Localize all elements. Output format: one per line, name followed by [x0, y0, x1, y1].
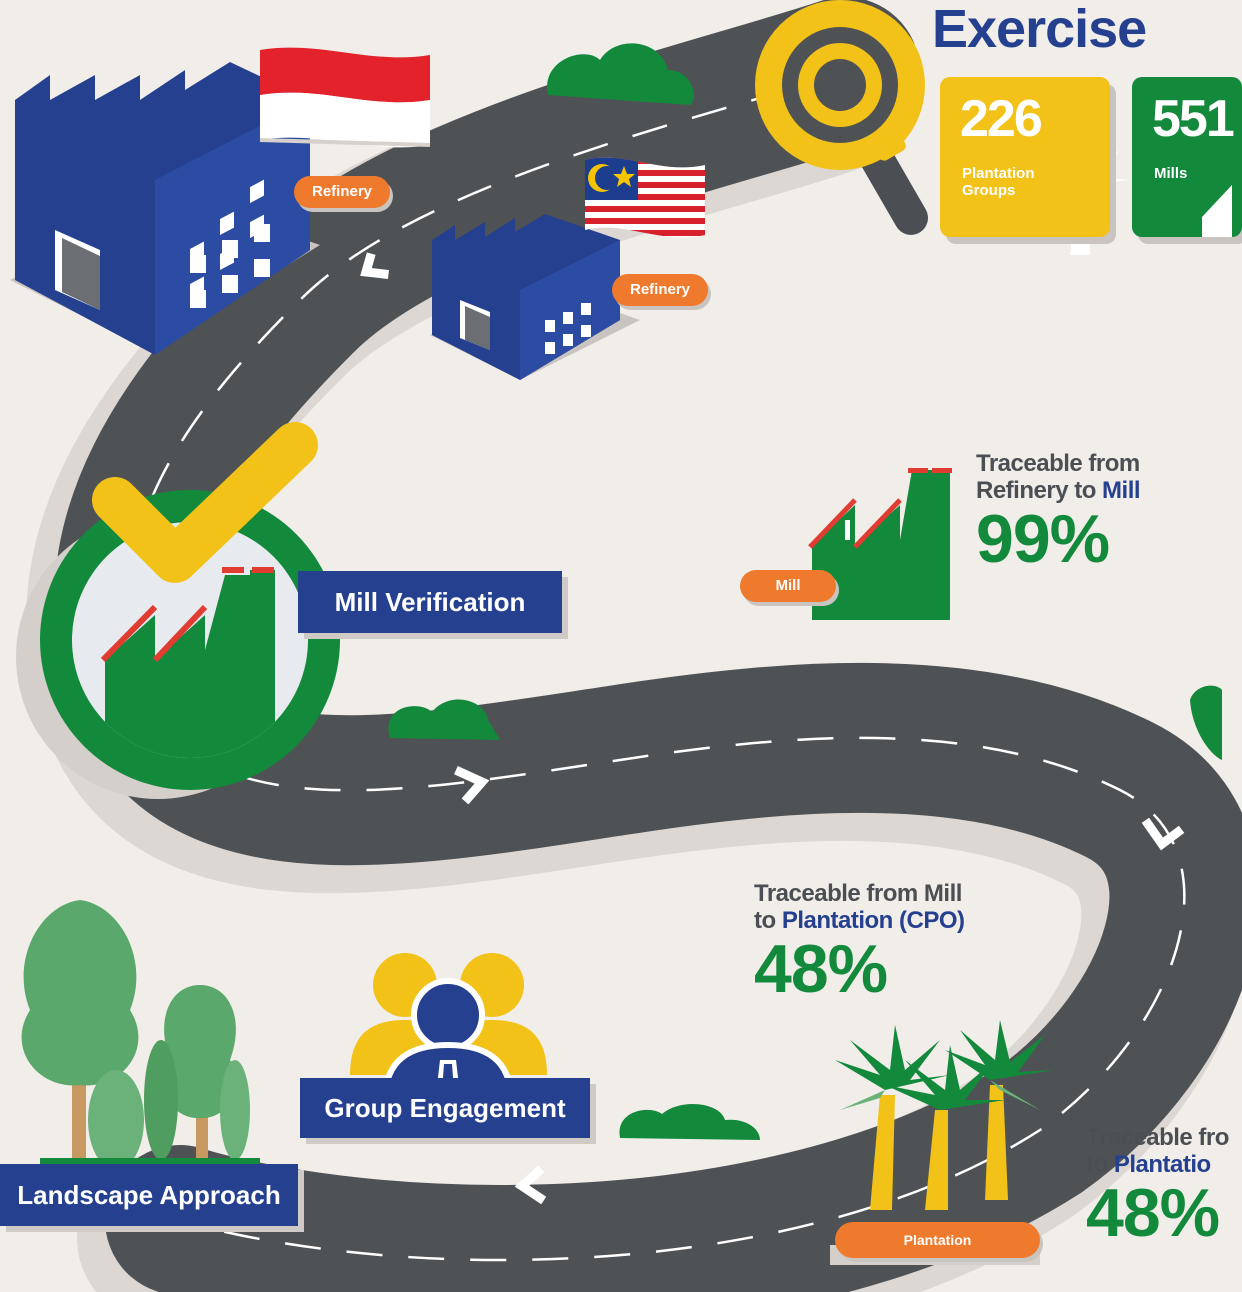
mill-small-icon: [1202, 185, 1232, 237]
refinery-factory-malaysia: [430, 214, 640, 380]
mill-factory-icon: [808, 468, 952, 620]
stat-label: Plantation Groups: [962, 165, 1035, 199]
road-lane-marking: [127, 70, 1186, 1262]
percent-value: 99%: [976, 501, 1110, 577]
magnifier-icon: [755, 0, 928, 235]
mill-label: Mill: [740, 570, 836, 602]
mill-verification-label: Mill Verification: [298, 571, 562, 633]
page-title: Exercise: [932, 0, 1147, 59]
traceability-mill-to-plantation-cut: Traceable fro to Plantatio 48%: [1086, 1124, 1229, 1251]
stat-label: Mills: [1154, 165, 1188, 182]
traceability-mill-to-plantation-cpo: Traceable from Mill to Plantation (CPO) …: [754, 880, 965, 1007]
plantation-label: Plantation: [835, 1222, 1040, 1258]
people-icon: [350, 953, 547, 1103]
mill-verification-icon: [16, 422, 340, 799]
tree-icon: [21, 900, 260, 1170]
direction-arrows: [360, 252, 1185, 1205]
stat-card-mills: 551 Mills: [1132, 77, 1242, 237]
percent-value: 48%: [1086, 1175, 1220, 1251]
group-engagement-label: Group Engagement: [300, 1078, 590, 1138]
checkmark-icon: [92, 422, 318, 583]
refinery-label-malaysia: Refinery: [612, 274, 708, 306]
stat-value: 551: [1152, 90, 1235, 148]
landscape-approach-label: Landscape Approach: [0, 1164, 298, 1226]
percent-value: 48%: [754, 931, 888, 1007]
factory-windows: [190, 224, 591, 354]
stat-value: 226: [960, 90, 1043, 148]
refinery-label-indonesia: Refinery: [294, 176, 390, 208]
bushes: [388, 43, 1222, 1140]
traceability-refinery-to-mill: Traceable from Refinery to Mill 99%: [976, 450, 1141, 577]
stat-card-plantation-groups: 226 Plantation Groups: [940, 77, 1110, 237]
flag-indonesia-icon: [259, 47, 431, 148]
